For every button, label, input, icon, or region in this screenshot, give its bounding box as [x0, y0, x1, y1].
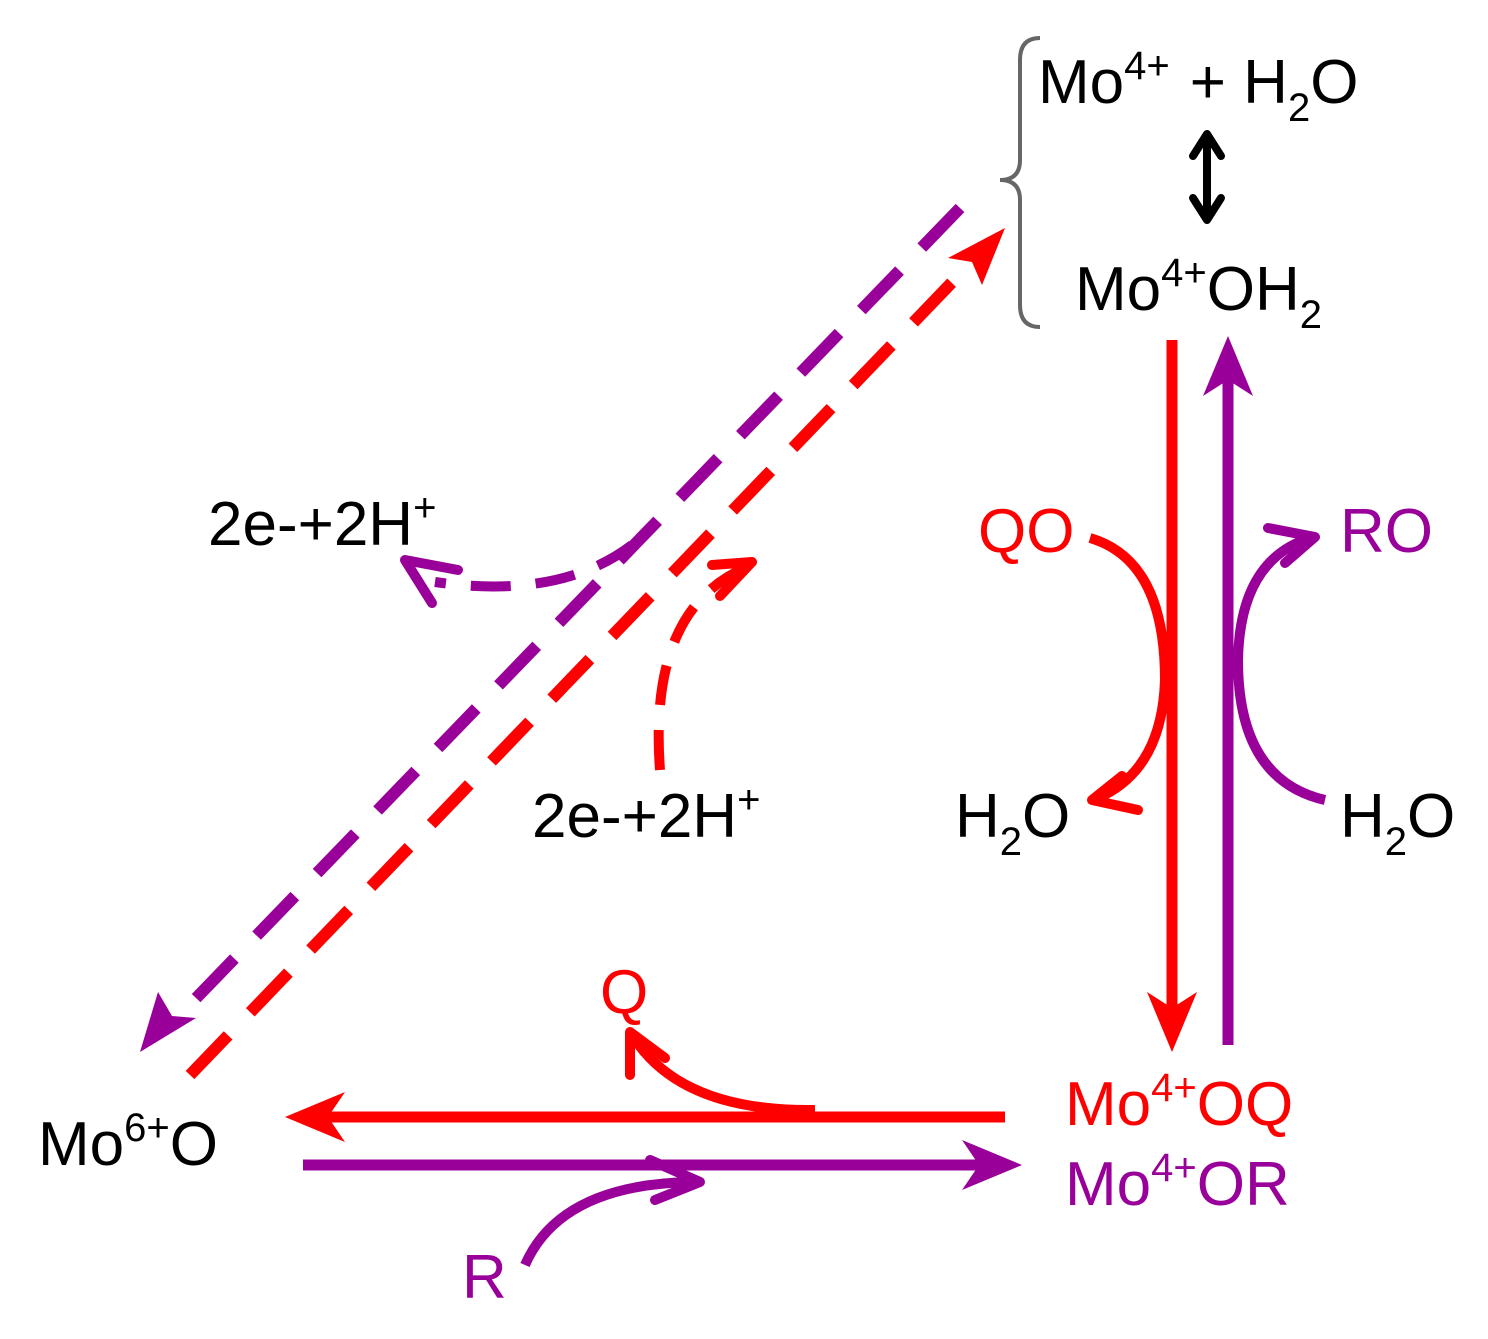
q-label: Q: [600, 958, 648, 1027]
qo-label: QO: [978, 497, 1074, 566]
red-vertical-down-arrow: [1147, 340, 1197, 1052]
red-qo-to-h2o-arrow: [1087, 533, 1171, 815]
curly-brace: [999, 36, 1041, 329]
h2o-left-label: H2O: [955, 782, 1070, 864]
red-q-release-arrow: [625, 1027, 816, 1116]
mo6-o-label: Mo6+O: [38, 1106, 218, 1179]
mo4-oq-label: Mo4+OQ: [1065, 1066, 1293, 1139]
purple-vertical-up-arrow: [1203, 336, 1253, 1045]
red-horizontal-left-arrow: [285, 1092, 1005, 1142]
equilibrium-double-arrow: [1189, 130, 1225, 224]
mo4-plus-water-label: Mo4++ H2O: [1038, 44, 1358, 130]
electrons-protons-top-label: 2e-+2H+: [208, 486, 436, 559]
ro-label: RO: [1340, 497, 1433, 566]
purple-horizontal-right-arrow: [303, 1140, 1022, 1190]
mo4-or-label: Mo4+OR: [1065, 1146, 1290, 1219]
h2o-right-label: H2O: [1340, 782, 1455, 864]
red-dashed-electron-uptake-arrow: [653, 557, 757, 771]
purple-dashed-electron-release-arrow: [400, 541, 636, 608]
purple-h2o-to-ro-arrow: [1232, 523, 1327, 805]
purple-dashed-diagonal-arrow: [140, 203, 965, 1052]
mo4-oh2-label: Mo4+OH2: [1075, 251, 1322, 337]
electrons-protons-mid-label: 2e-+2H+: [532, 778, 760, 851]
r-label: R: [462, 1243, 507, 1312]
purple-r-uptake-arrow: [520, 1155, 705, 1268]
red-dashed-diagonal-arrow: [185, 228, 1005, 1080]
